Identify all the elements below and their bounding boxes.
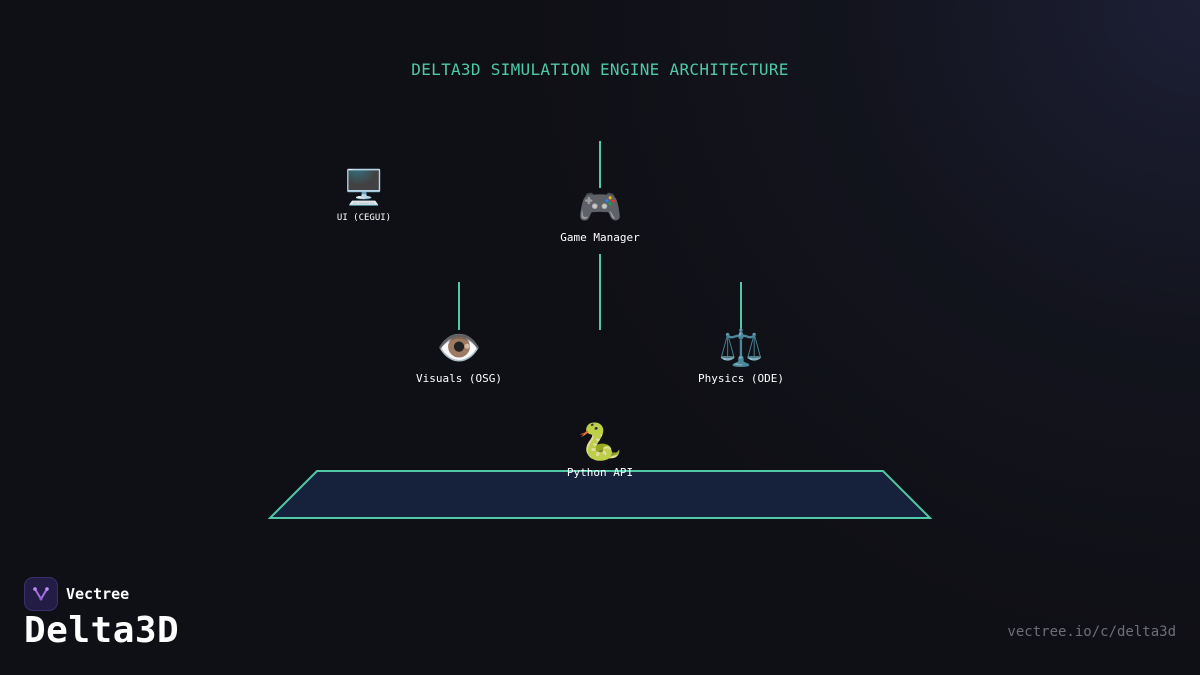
company-name: Vectree [66,585,130,603]
node-game-manager[interactable]: 🎮 Game Manager [520,186,680,244]
node-visuals-osg[interactable]: 👁️ Visuals (OSG) [379,327,539,385]
brand-header: Vectree [24,577,129,611]
node-label: Visuals (OSG) [415,372,503,385]
python-snake-icon: 🐍 [577,422,623,463]
node-label: Physics (ODE) [697,372,785,385]
node-label: Python API [566,466,634,479]
vectree-logo-icon [24,577,58,611]
monitor-icon: 🖥️ [342,168,386,208]
background-glow [500,0,1200,675]
diagram-title: DELTA3D SIMULATION ENGINE ARCHITECTURE [411,60,789,79]
gamepad-icon: 🎮 [577,187,623,228]
product-title: Delta3D [24,610,180,651]
node-physics-ode[interactable]: ⚖️ Physics (ODE) [661,327,821,385]
node-ui-cegui[interactable]: 🖥️ UI (CEGUI) [284,166,444,223]
eye-icon: 👁️ [436,328,482,369]
platform-base [267,470,933,519]
node-label: Game Manager [560,231,640,244]
balance-scale-icon: ⚖️ [718,328,764,369]
course-url-link[interactable]: vectree.io/c/delta3d [1007,624,1176,640]
node-python-api[interactable]: 🐍 Python API [520,421,680,479]
node-label: UI (CEGUI) [336,213,392,223]
